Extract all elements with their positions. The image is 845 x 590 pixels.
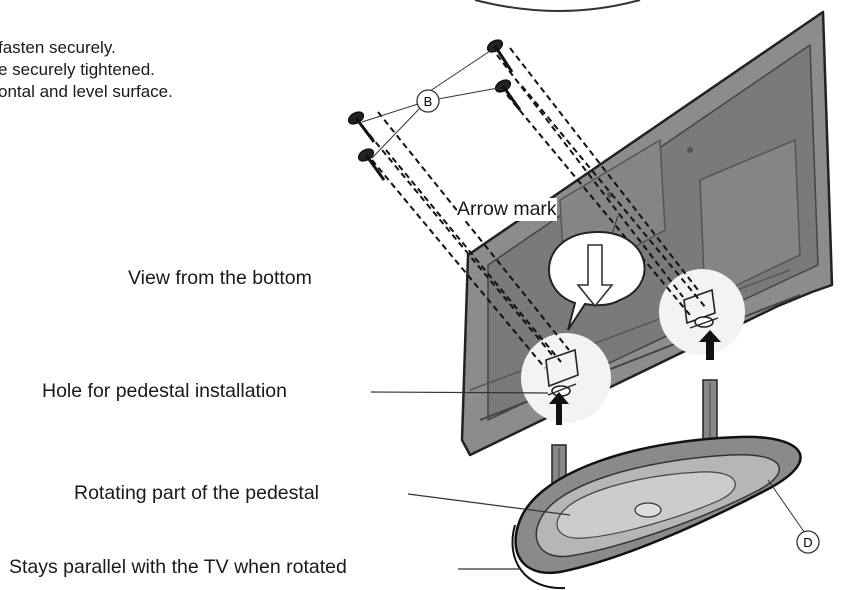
callout-b-circle [416, 89, 440, 113]
callout-d-line [767, 479, 808, 537]
arrow-mark-balloon [548, 215, 646, 331]
instruction-line-2: e securely tightened. [0, 60, 155, 79]
leader-hole [370, 391, 549, 394]
right-hole-highlight [659, 269, 745, 355]
pedestal-pillar-right [702, 379, 718, 441]
left-hole-highlight [521, 333, 611, 423]
view-from-bottom-label: View from the bottom [128, 267, 312, 289]
leader-rotating [407, 493, 571, 516]
tv-back-panel [460, 10, 834, 457]
left-hole [545, 348, 579, 397]
callout-b-letter: B [424, 94, 433, 109]
rotating-part-label: Rotating part of the pedestal [74, 482, 319, 504]
instruction-line-3: ontal and level surface. [0, 82, 173, 101]
arrow-mark-label: Arrow mark [457, 198, 557, 221]
screw-icon [347, 39, 522, 181]
top-disc-edge [474, 0, 641, 12]
arrow-down-icon [576, 244, 614, 308]
right-hole [683, 288, 719, 329]
callout-d-letter: D [803, 535, 812, 550]
pedestal-base [511, 435, 802, 590]
instruction-line-1: fasten securely. [0, 38, 116, 57]
hole-label: Hole for pedestal installation [42, 380, 287, 402]
stays-parallel-label: Stays parallel with the TV when rotated [9, 556, 347, 578]
push-up-arrow-icon [549, 330, 721, 425]
callout-d-circle [796, 530, 820, 554]
screw-guide-lines [362, 47, 707, 369]
